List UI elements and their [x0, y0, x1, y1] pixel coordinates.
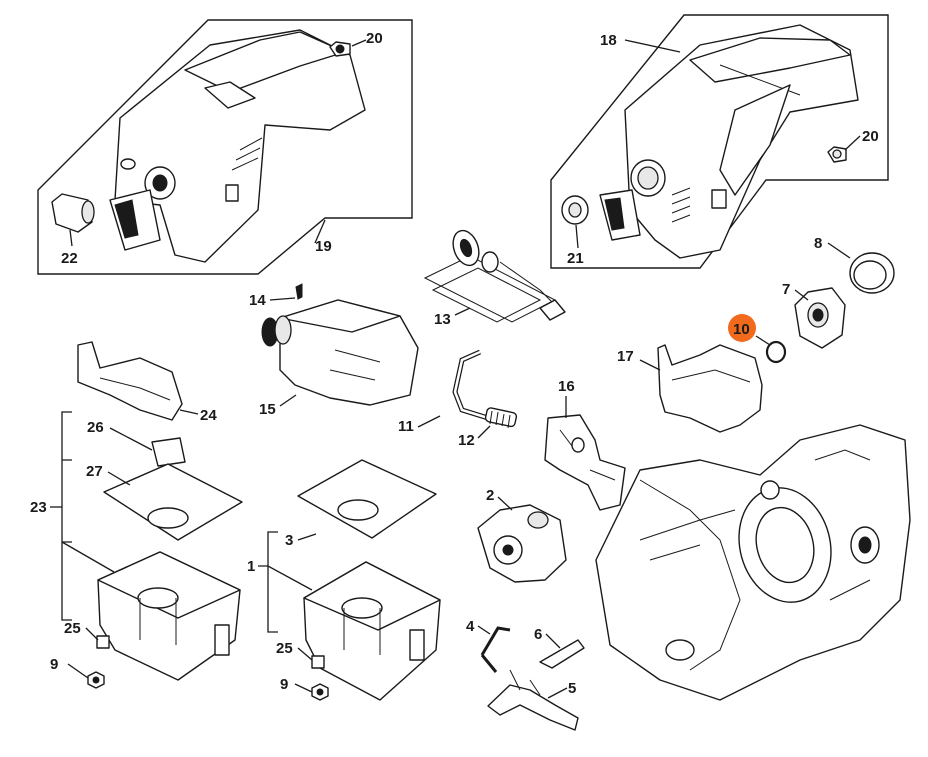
part-7-manifold[interactable]: [794, 287, 846, 349]
part-18-shroud[interactable]: [599, 24, 859, 259]
label-3[interactable]: 3: [285, 532, 293, 549]
label-18[interactable]: 18: [600, 32, 617, 49]
label-16[interactable]: 16: [558, 378, 575, 395]
part-16-bracket[interactable]: [544, 414, 626, 511]
part-25-nut-b[interactable]: [311, 655, 325, 669]
part-26-grommet[interactable]: [151, 437, 186, 467]
part-9-nut-a[interactable]: [87, 671, 105, 689]
highlight-badge: [728, 314, 756, 342]
label-12[interactable]: 12: [458, 432, 475, 449]
part-23-housing[interactable]: [97, 551, 241, 681]
label-21[interactable]: 21: [567, 250, 584, 267]
part-12-filter[interactable]: [484, 407, 518, 429]
label-20-top-left[interactable]: 20: [366, 30, 383, 47]
label-8[interactable]: 8: [814, 235, 822, 252]
label-25-right[interactable]: 25: [276, 640, 293, 657]
part-24-baffle[interactable]: [77, 341, 183, 421]
callout-labels: 20 19 22 18 20 21 8 7 10 13 14 15 17 16 …: [30, 30, 879, 697]
label-9-left[interactable]: 9: [50, 656, 58, 673]
part-20-grommet-b[interactable]: [827, 146, 847, 163]
frame-19: [37, 19, 413, 275]
label-9-right[interactable]: 9: [280, 676, 288, 693]
label-10[interactable]: 10: [733, 321, 750, 338]
label-22[interactable]: 22: [61, 250, 78, 267]
leaders: [50, 39, 861, 699]
label-25-left[interactable]: 25: [64, 620, 81, 637]
part-6-bracket[interactable]: [539, 639, 585, 669]
label-23[interactable]: 23: [30, 499, 47, 516]
label-11[interactable]: 11: [398, 418, 414, 435]
part-25-nut-a[interactable]: [96, 635, 110, 649]
label-2[interactable]: 2: [486, 487, 494, 504]
part-1-housing[interactable]: [303, 561, 441, 701]
part-20-grommet-a[interactable]: [329, 41, 351, 57]
label-13[interactable]: 13: [434, 311, 451, 328]
label-6[interactable]: 6: [534, 626, 542, 643]
part-21-knob[interactable]: [561, 195, 589, 225]
part-10-clip[interactable]: [765, 340, 787, 364]
part-11-fuel-hose[interactable]: [452, 349, 489, 421]
label-7[interactable]: 7: [782, 281, 790, 298]
part-4-rod[interactable]: [480, 626, 511, 673]
label-5[interactable]: 5: [568, 680, 576, 697]
label-27[interactable]: 27: [86, 463, 103, 480]
part-2-carburetor[interactable]: [477, 504, 567, 583]
part-5-shaft[interactable]: [487, 669, 579, 731]
label-14[interactable]: 14: [249, 292, 266, 309]
label-19[interactable]: 19: [315, 238, 332, 255]
label-26[interactable]: 26: [87, 419, 104, 436]
part-17-baffle[interactable]: [657, 344, 763, 433]
part-3-filter-plate[interactable]: [297, 459, 437, 539]
label-24[interactable]: 24: [200, 407, 217, 424]
part-13-set[interactable]: [423, 227, 566, 323]
crankcase[interactable]: [595, 424, 911, 701]
part-14-screw[interactable]: [295, 283, 303, 300]
label-15[interactable]: 15: [259, 401, 276, 418]
label-17[interactable]: 17: [617, 348, 634, 365]
part-19-shroud[interactable]: [109, 29, 366, 263]
part-22-knob[interactable]: [51, 193, 95, 233]
part-15-air-filter[interactable]: [261, 299, 419, 406]
part-27-filter-plate[interactable]: [103, 463, 243, 541]
frame-18: [550, 14, 889, 269]
label-4[interactable]: 4: [466, 618, 475, 635]
label-20-top-right[interactable]: 20: [862, 128, 879, 145]
part-9-nut-b[interactable]: [311, 683, 329, 701]
label-1[interactable]: 1: [247, 558, 255, 575]
part-8-ring[interactable]: [849, 252, 895, 294]
